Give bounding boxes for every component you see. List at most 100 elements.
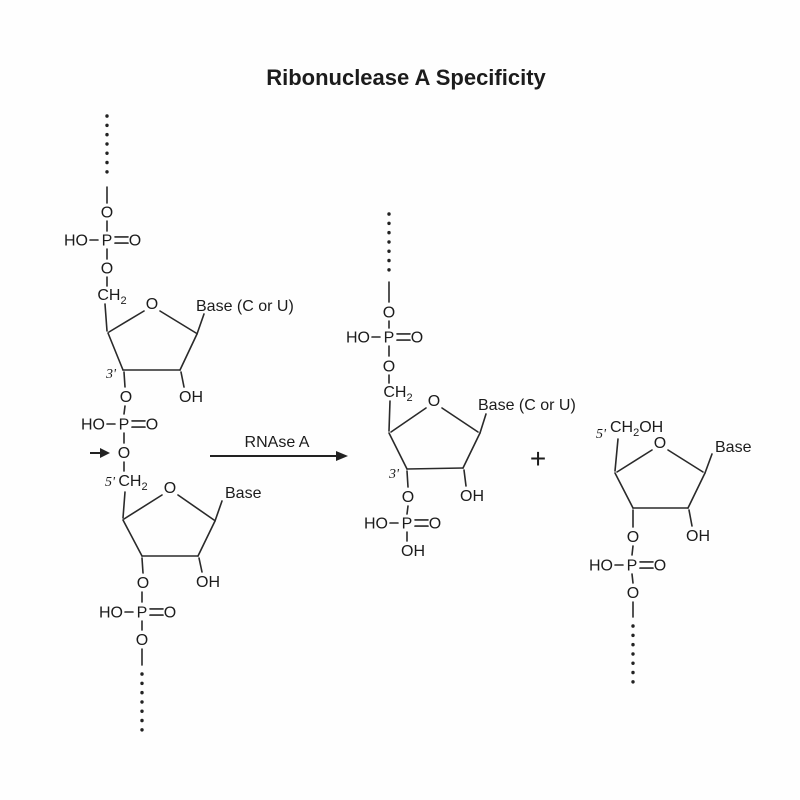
glycosidic-bond: [704, 453, 713, 474]
bond: [123, 371, 126, 388]
oxygen-label: O: [146, 417, 158, 434]
bond: [123, 405, 126, 415]
bond: [614, 438, 619, 472]
phosphate-group-middle: HO P O O: [81, 405, 158, 472]
phosphorus-label: P: [119, 417, 130, 434]
diagram-title: Ribonuclease A Specificity: [266, 65, 546, 90]
ring-oxygen-label: O: [146, 296, 158, 313]
ring-bond: [667, 449, 704, 473]
phosphorus-label: P: [627, 558, 638, 575]
hydroxyl-label: OH: [179, 389, 203, 406]
base-label: Base: [715, 439, 752, 456]
oxygen-label: O: [129, 233, 141, 250]
oxygen-label: O: [101, 261, 113, 278]
ch2-label: CH2: [383, 384, 412, 404]
base-label: Base: [225, 485, 262, 502]
ribose-ring: O Base O OH: [614, 435, 752, 546]
ch-text: CH: [610, 419, 633, 436]
c3-prime-label: 3': [388, 467, 400, 482]
hydroxyl-label: HO: [346, 330, 370, 347]
phosphate-group-bottom: HO P O O: [99, 591, 176, 649]
plus-sign: +: [530, 443, 546, 474]
ch-text: CH: [383, 384, 406, 401]
base-label: Base (C or U): [478, 397, 576, 414]
phosphate-group-terminal: HO P O OH: [364, 505, 441, 560]
bond: [122, 491, 126, 519]
ring-oxygen-label: O: [164, 480, 176, 497]
base-label: Base (C or U): [196, 298, 294, 315]
ring-bond: [177, 494, 215, 521]
ring-bond: [441, 407, 479, 433]
ring-bond: [462, 432, 481, 469]
oxygen-label: O: [383, 305, 395, 322]
ring-bond: [122, 519, 143, 557]
subscript-2: 2: [120, 295, 126, 307]
oxygen-label: O: [627, 529, 639, 546]
phosphate-group-top: HO P O: [346, 330, 423, 347]
bond: [463, 469, 467, 487]
glycosidic-bond: [214, 500, 223, 522]
hydroxyl-label: HO: [64, 233, 88, 250]
hydroxyl-label: OH: [460, 488, 484, 505]
ring-bond: [406, 467, 464, 470]
subscript-2: 2: [406, 392, 412, 404]
ring-bond: [388, 432, 408, 470]
oxygen-label: O: [164, 605, 176, 622]
glycosidic-bond: [196, 313, 205, 335]
bond: [406, 505, 409, 515]
oxygen-label: O: [120, 389, 132, 406]
arrowhead-icon: [336, 451, 348, 461]
hydroxyl-label: OH: [686, 528, 710, 545]
ring-bond: [614, 472, 634, 509]
enzyme-label: RNAse A: [245, 434, 310, 451]
glycosidic-bond: [479, 413, 487, 434]
hydroxyl-text: OH: [639, 419, 663, 436]
c3-prime-label: 3': [105, 367, 117, 382]
reaction-arrow: RNAse A: [210, 434, 348, 461]
hydroxyl-label: OH: [196, 574, 220, 591]
ch-text: CH: [97, 287, 120, 304]
phosphate-group: HO P O O: [589, 545, 666, 602]
ribose-ring-upper: O Base (C or U) 3' O OH: [104, 296, 294, 406]
ch2-label: CH2: [97, 287, 126, 307]
ring-bond: [616, 449, 653, 473]
ring-bond: [108, 310, 145, 333]
ring-bond: [179, 333, 198, 371]
phosphorus-label: P: [137, 605, 148, 622]
product-3prime-phosphate: O HO P O O CH2 O Base (C or U) 3': [346, 212, 576, 560]
ring-oxygen-label: O: [428, 393, 440, 410]
oxygen-label: O: [411, 330, 423, 347]
phosphorus-label: P: [102, 233, 113, 250]
bond: [104, 303, 108, 332]
hydroxyl-label: HO: [99, 605, 123, 622]
oxygen-label: O: [137, 575, 149, 592]
hydroxyl-label: HO: [364, 516, 388, 533]
oxygen-label: O: [654, 558, 666, 575]
bond: [388, 400, 391, 432]
product-5prime-hydroxyl: 5' CH2OH O Base O OH HO P O O: [589, 419, 752, 688]
oxygen-label: O: [402, 489, 414, 506]
ring-bond: [687, 472, 706, 509]
bond: [631, 545, 634, 556]
oxygen-label: O: [136, 632, 148, 649]
hydroxyl-label: HO: [81, 417, 105, 434]
oxygen-label: O: [429, 516, 441, 533]
hydroxyl-label: OH: [401, 543, 425, 560]
bond: [631, 573, 634, 584]
oxygen-label: O: [101, 205, 113, 222]
phosphorus-label: P: [402, 516, 413, 533]
hydroxyl-label: HO: [589, 558, 613, 575]
c5-prime-label: 5': [105, 475, 116, 490]
c5-prime-label: 5': [596, 427, 607, 442]
ring-bond: [197, 520, 216, 557]
ring-bond: [107, 332, 124, 371]
phosphate-group-top: HO P O: [64, 233, 141, 250]
bond: [198, 557, 203, 573]
oxygen-label: O: [627, 585, 639, 602]
ring-oxygen-label: O: [654, 435, 666, 452]
ch2-label: CH2: [118, 473, 147, 493]
bond: [688, 509, 693, 527]
bond: [406, 470, 409, 488]
ch2oh-label: CH2OH: [610, 419, 663, 439]
